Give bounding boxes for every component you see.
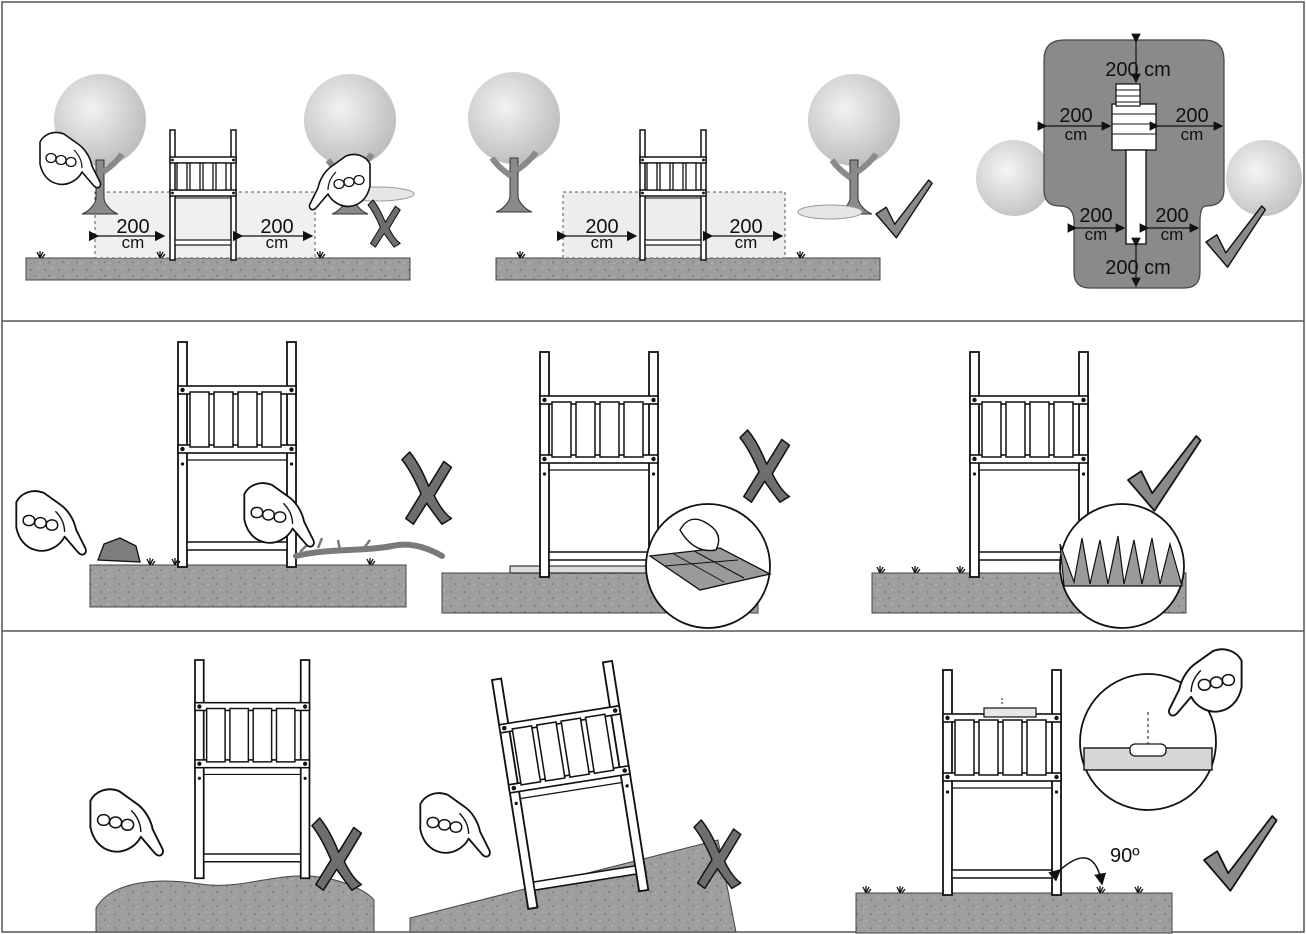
paving xyxy=(510,566,650,573)
swing-frame xyxy=(492,661,648,909)
swing-frame-top xyxy=(1112,104,1156,150)
check-mark-icon xyxy=(1206,206,1265,267)
pointing-hand-icon xyxy=(309,154,370,209)
swing-frame xyxy=(170,130,236,260)
ground xyxy=(856,893,1172,933)
top-gap-label: 200 cm xyxy=(1105,59,1171,81)
swing-frame xyxy=(540,352,658,577)
ground xyxy=(90,565,406,607)
tree-right xyxy=(798,74,900,219)
panel-3-top-view-clearance: 200 cm 200 cm 200 cm 200 cm 200 cm 200 c… xyxy=(976,40,1302,288)
pointing-hand-icon xyxy=(420,793,490,857)
swing-frame xyxy=(195,660,309,878)
cross-mark-icon xyxy=(740,430,789,502)
tree-left xyxy=(468,72,560,212)
gap-left-unit: cm xyxy=(591,233,614,252)
panel-9-level-ground: 90º xyxy=(856,649,1277,933)
gap-right-unit: cm xyxy=(266,233,289,252)
check-mark-icon xyxy=(1204,816,1277,891)
pointing-hand-icon xyxy=(90,789,163,855)
cross-mark-icon xyxy=(402,452,451,524)
panel-6-soft-surface xyxy=(872,352,1201,628)
cross-mark-icon xyxy=(368,200,400,247)
cross-mark-icon xyxy=(312,818,361,890)
ground xyxy=(496,258,880,280)
panel-8-sloped-ground xyxy=(410,661,741,932)
upper-right-unit: cm xyxy=(1181,125,1204,144)
pointing-hand-icon xyxy=(16,491,86,555)
bush-left xyxy=(976,140,1052,216)
check-mark-icon xyxy=(876,180,932,238)
upper-left-value: 200 xyxy=(1059,105,1092,127)
lower-left-unit: cm xyxy=(1085,225,1108,244)
panel-7-uneven-ground xyxy=(90,660,374,932)
angle-label: 90º xyxy=(1110,845,1140,867)
slide xyxy=(1126,150,1146,244)
panel-1-wrong-clearance: 200 cm 200 cm xyxy=(26,74,414,280)
angle-arc xyxy=(1060,858,1102,884)
panel-4-ground-obstacles xyxy=(16,342,451,607)
gap-right-unit: cm xyxy=(735,233,758,252)
ground xyxy=(410,840,736,932)
check-mark-icon xyxy=(1128,436,1201,511)
panel-5-hard-surface xyxy=(442,352,789,628)
swing-frame xyxy=(640,130,706,260)
bottom-gap-label: 200 cm xyxy=(1105,257,1171,279)
lower-left-value: 200 xyxy=(1079,205,1112,227)
gap-left-unit: cm xyxy=(122,233,145,252)
bush-right xyxy=(1226,140,1302,216)
upper-left-unit: cm xyxy=(1065,125,1088,144)
ground xyxy=(96,876,374,932)
upper-right-value: 200 xyxy=(1175,105,1208,127)
lower-right-value: 200 xyxy=(1155,205,1188,227)
stone xyxy=(98,538,140,562)
pointing-hand-icon xyxy=(244,483,314,547)
panel-2-correct-clearance: 200 cm 200 cm xyxy=(468,72,932,280)
ground xyxy=(26,258,410,280)
spirit-level xyxy=(984,708,1036,717)
lower-right-unit: cm xyxy=(1161,225,1184,244)
